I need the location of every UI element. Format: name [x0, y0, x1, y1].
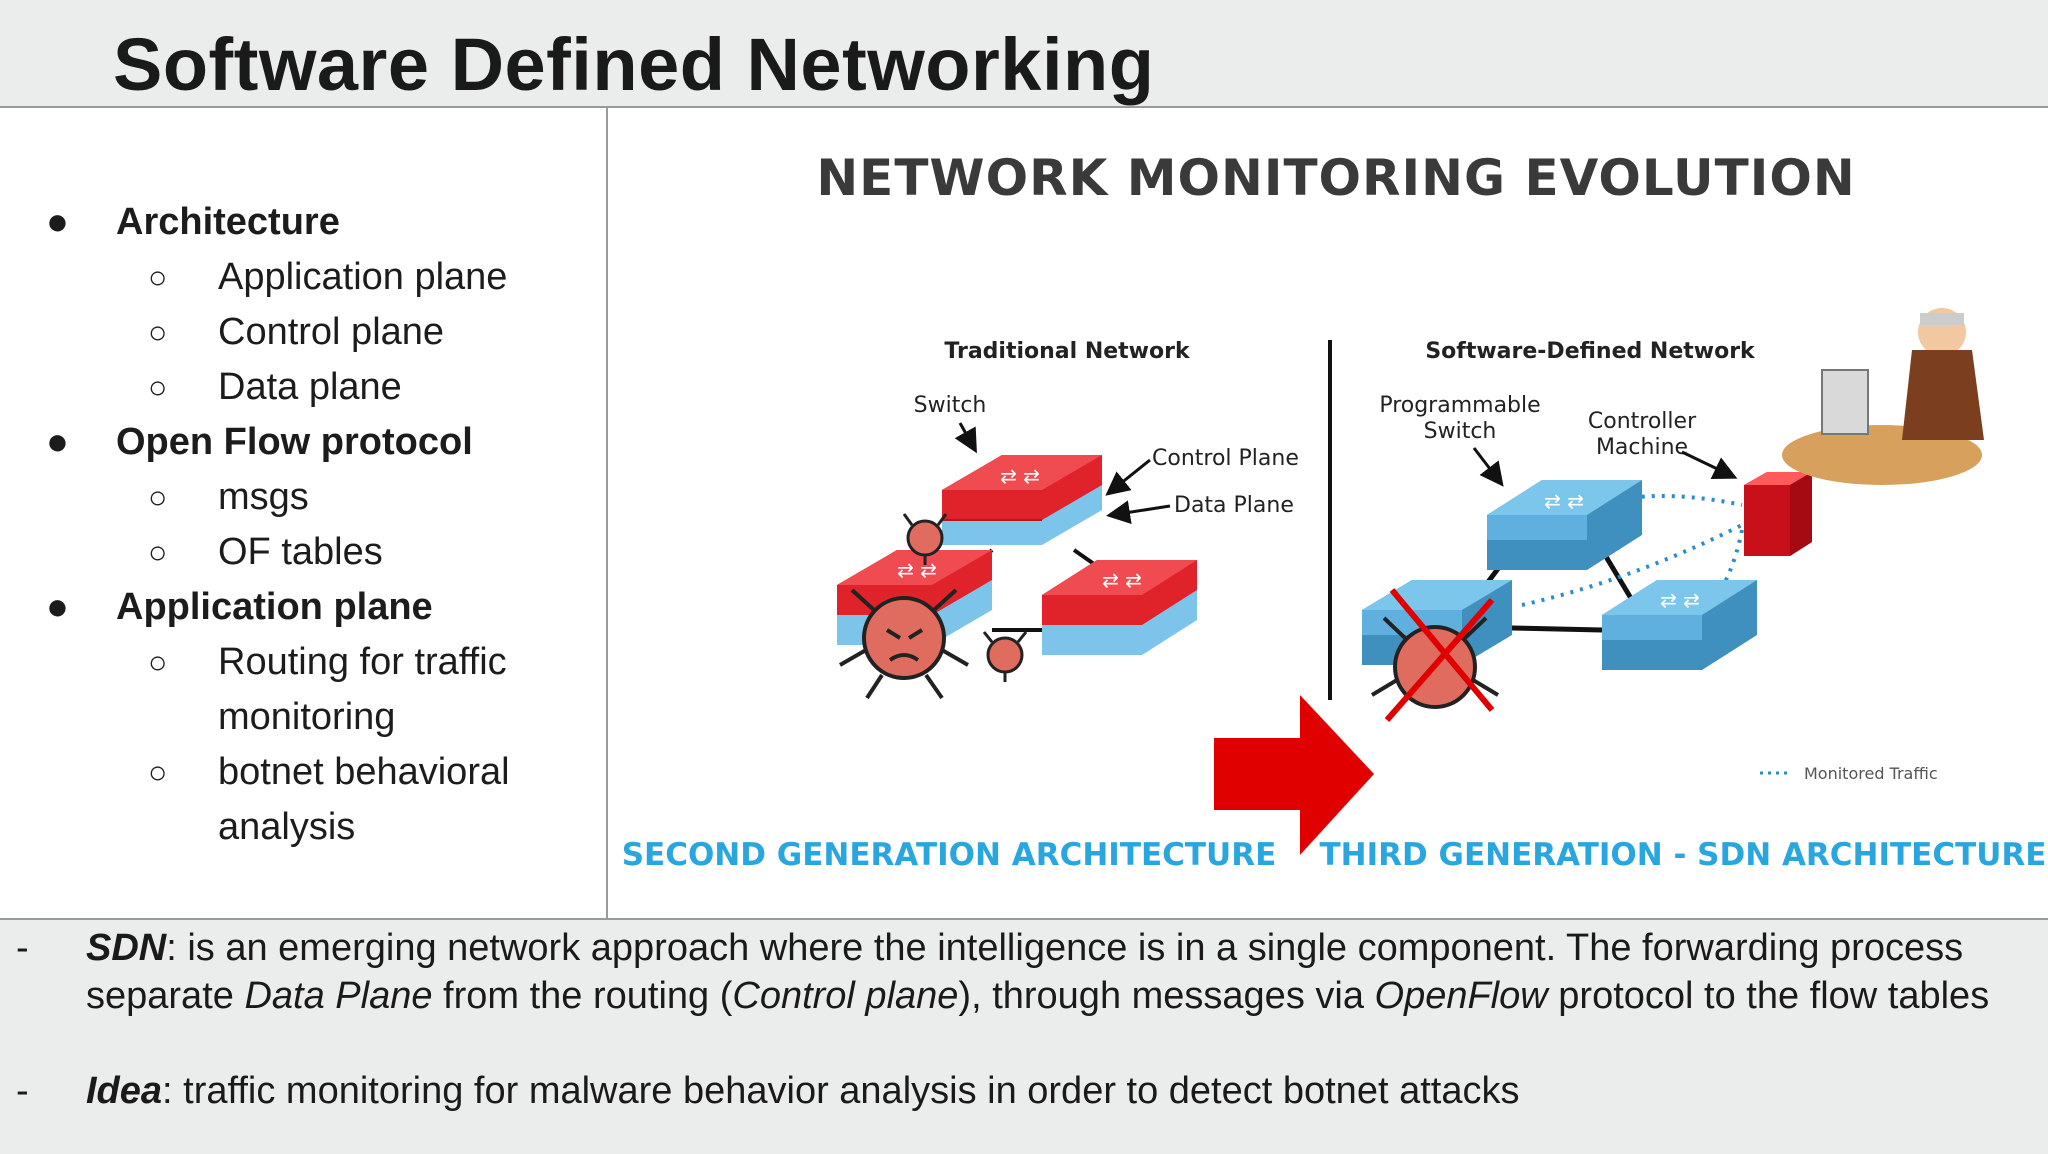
- vertical-divider: [606, 108, 608, 920]
- sub-bullet-of-tables: ○OF tables: [148, 531, 383, 573]
- svg-text:⇄ ⇄: ⇄ ⇄: [1544, 489, 1584, 513]
- traditional-switch-right: ⇄ ⇄: [1042, 560, 1197, 655]
- svg-text:⇄ ⇄: ⇄ ⇄: [1660, 588, 1700, 612]
- svg-text:⇄ ⇄: ⇄ ⇄: [897, 558, 937, 582]
- note-text: from the routing (: [432, 975, 733, 1017]
- machine-label: Machine: [1596, 435, 1688, 460]
- traditional-network-title: Traditional Network: [944, 339, 1191, 364]
- second-generation-caption: SECOND GENERATION ARCHITECTURE: [622, 837, 1277, 873]
- svg-text:⇄ ⇄: ⇄ ⇄: [1102, 568, 1142, 592]
- sdn-term: SDN: [86, 927, 167, 969]
- monitored-traffic-legend: Monitored Traffic: [1760, 764, 1938, 783]
- operator-icon: [1782, 308, 1984, 485]
- data-plane-label: Data Plane: [1174, 493, 1294, 518]
- malware-bug-icon-small-2: [982, 631, 1028, 682]
- control-plane-label: Control Plane: [1152, 446, 1299, 471]
- malware-bug-icon: [839, 588, 969, 700]
- switch-label: Switch: [914, 393, 987, 418]
- malware-bug-icon-small: [902, 513, 948, 565]
- note-text: protocol to the flow tables: [1547, 975, 1990, 1017]
- sub-bullet-label: Application plane: [218, 256, 508, 298]
- notes-panel: [0, 918, 2048, 1154]
- control-plane-term: Control plane: [732, 975, 959, 1017]
- sdn-title: Software-Defined Network: [1425, 339, 1756, 364]
- bullet-architecture: ●Architecture: [46, 201, 340, 243]
- note-body: SDN: is an emerging network approach whe…: [86, 924, 2006, 1020]
- blocked-malware-icon: [1370, 588, 1500, 722]
- sub-bullet-application-plane: ○Application plane: [148, 256, 508, 298]
- controller-machine-icon: [1744, 472, 1812, 556]
- legend-label: Monitored Traffic: [1804, 764, 1938, 783]
- slide-title: Software Defined Networking: [113, 23, 1155, 106]
- note-body: Idea: traffic monitoring for malware beh…: [86, 1067, 2006, 1115]
- controller-label: Controller: [1588, 409, 1697, 434]
- openflow-term: OpenFlow: [1374, 975, 1548, 1017]
- note-dash: -: [16, 1070, 29, 1112]
- idea-term: Idea: [86, 1070, 163, 1112]
- sub-bullet-label: Control plane: [218, 311, 445, 353]
- sub-bullet-msgs: ○msgs: [148, 476, 309, 518]
- note-text: : is an emerging network approach where …: [86, 927, 1964, 1017]
- traditional-switch-top: ⇄ ⇄: [942, 455, 1102, 545]
- switch-label-sdn: Switch: [1424, 419, 1497, 444]
- programmable-label: Programmable: [1379, 393, 1540, 418]
- data-plane-term: Data Plane: [244, 975, 433, 1017]
- sub-bullet-botnet: ○botnet behavioral: [148, 751, 510, 793]
- note-text: ), through messages via: [958, 975, 1375, 1017]
- sub-bullet-routing: ○Routing for traffic: [148, 641, 507, 683]
- figure-heading: NETWORK MONITORING EVOLUTION: [816, 149, 1855, 207]
- evolution-arrow-icon: [1214, 695, 1374, 855]
- network-monitoring-figure: NETWORK MONITORING EVOLUTION Traditional…: [612, 110, 2048, 918]
- note-dash: -: [16, 927, 29, 969]
- sub-bullet-label: Routing for traffic: [218, 641, 507, 683]
- bullet-list: ●Architecture ○Application plane ○Contro…: [0, 195, 600, 855]
- svg-text:⇄ ⇄: ⇄ ⇄: [1000, 464, 1040, 488]
- sub-bullet-label: botnet behavioral: [218, 751, 510, 793]
- third-generation-caption: THIRD GENERATION - SDN ARCHITECTURE: [1320, 837, 2047, 873]
- sdn-switch-top: ⇄ ⇄: [1487, 480, 1642, 570]
- bullet-open-flow-protocol: ●Open Flow protocol: [46, 421, 473, 463]
- sub-bullet-label: analysis: [218, 806, 356, 848]
- sdn-switch-right: ⇄ ⇄: [1602, 580, 1757, 670]
- bullet-label: Application plane: [116, 586, 433, 628]
- bullet-application-plane: ●Application plane: [46, 586, 433, 628]
- sub-bullet-botnet-cont: analysis: [0, 800, 600, 855]
- sub-bullet-label: msgs: [218, 476, 309, 518]
- bullet-label: Architecture: [116, 201, 340, 243]
- sub-bullet-routing-cont: monitoring: [0, 690, 600, 745]
- note-text: : traffic monitoring for malware behavio…: [162, 1070, 1520, 1112]
- sub-bullet-data-plane: ○Data plane: [148, 366, 402, 408]
- sub-bullet-label: monitoring: [218, 696, 396, 738]
- sub-bullet-label: Data plane: [218, 366, 402, 408]
- title-bar: Software Defined Networking: [0, 0, 2048, 108]
- sub-bullet-control-plane: ○Control plane: [148, 311, 445, 353]
- bullet-label: Open Flow protocol: [116, 421, 473, 463]
- sub-bullet-label: OF tables: [218, 531, 383, 573]
